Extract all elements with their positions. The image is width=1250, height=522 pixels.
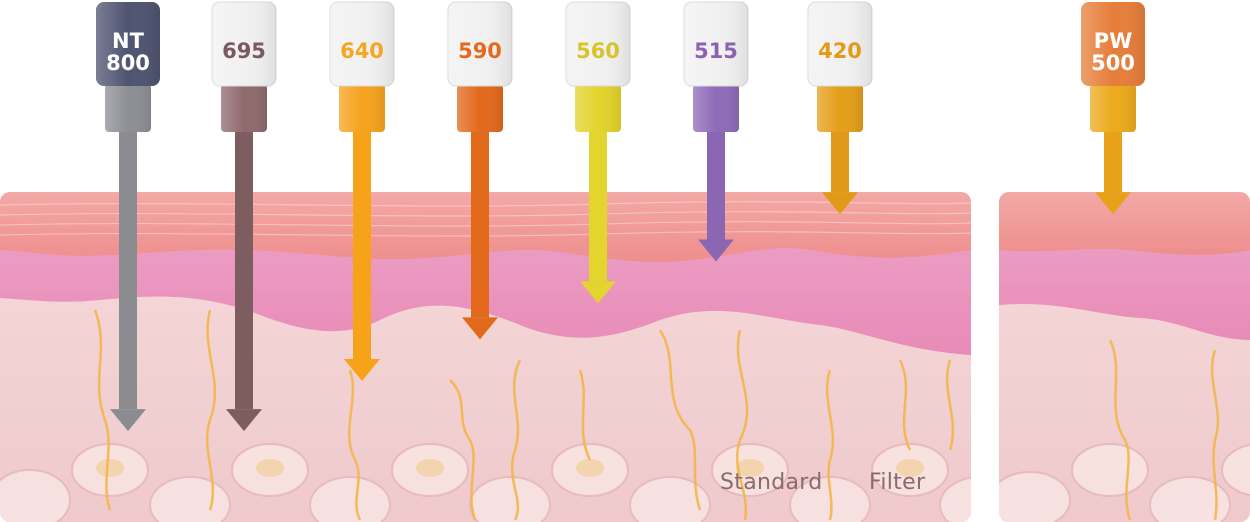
arrow-shaft-f590 — [471, 120, 489, 318]
filter-label-line: 420 — [818, 39, 862, 63]
filter-label-line: 515 — [694, 39, 738, 63]
arrow-head-f420 — [822, 192, 858, 215]
caption-standard: Standard — [720, 470, 823, 495]
filter-cap-shade-pw500 — [1081, 2, 1145, 86]
nerve-fibres-side — [1108, 339, 1220, 521]
arrow-shaft-f640 — [353, 120, 371, 360]
filter-pw500 — [1081, 2, 1145, 215]
filter-label-line: 800 — [106, 51, 150, 75]
filter-cap-shade-f590 — [448, 2, 512, 86]
arrow-head-f560 — [580, 281, 616, 304]
filter-label-f590: 590 — [448, 40, 512, 62]
arrow-head-f590 — [462, 317, 498, 340]
filter-f420 — [807, 1, 873, 215]
arrow-shaft-pw500 — [1104, 120, 1122, 193]
filter-cap-shade-nt800 — [96, 2, 160, 86]
filter-body-shade-nt800 — [105, 84, 151, 132]
arrow-shaft-f560 — [589, 120, 607, 282]
filter-label-f640: 640 — [330, 40, 394, 62]
filter-body-shade-f590 — [457, 84, 503, 132]
filter-cap-shade-f515 — [684, 2, 748, 86]
arrow-head-f515 — [698, 239, 734, 262]
filter-body-shade-pw500 — [1090, 84, 1136, 132]
filter-cap-shade-f420 — [808, 2, 872, 86]
arrow-head-pw500 — [1095, 192, 1131, 215]
filter-body-shade-f695 — [221, 84, 267, 132]
arrow-head-f695 — [226, 409, 262, 432]
filter-f590 — [447, 1, 513, 340]
nerve-fibres — [93, 309, 955, 521]
arrow-shaft-f515 — [707, 120, 725, 240]
filter-group — [96, 1, 1145, 432]
epidermis-stripes — [0, 201, 971, 237]
filter-f640 — [329, 1, 395, 382]
filter-label-line: 560 — [576, 39, 620, 63]
filter-label-line: PW — [1093, 29, 1133, 53]
filter-label-f560: 560 — [566, 40, 630, 62]
filter-label-line: NT — [112, 29, 144, 53]
filter-label-f515: 515 — [684, 40, 748, 62]
filter-cap-shade-f640 — [330, 2, 394, 86]
filter-body-shade-f640 — [339, 84, 385, 132]
arrow-shaft-f695 — [235, 120, 253, 410]
filter-nt800 — [96, 2, 160, 432]
filter-label-line: 590 — [458, 39, 502, 63]
filter-body-shade-f420 — [817, 84, 863, 132]
dermis-layer-side — [999, 230, 1250, 340]
filter-f695 — [211, 1, 277, 432]
filter-label-f420: 420 — [808, 40, 872, 62]
filter-body-shade-f560 — [575, 84, 621, 132]
filter-cap-shade-f560 — [566, 2, 630, 86]
filter-label-f695: 695 — [212, 40, 276, 62]
caption-filter: Filter — [869, 470, 926, 495]
filter-f515 — [683, 1, 749, 262]
filter-cap-shade-f695 — [212, 2, 276, 86]
arrow-head-nt800 — [110, 409, 146, 432]
filter-label-line: 695 — [222, 39, 266, 63]
arrow-head-f640 — [344, 359, 380, 382]
arrow-shaft-f420 — [831, 120, 849, 193]
skin-panel-standard — [0, 192, 971, 522]
arrow-shaft-nt800 — [119, 120, 137, 410]
epidermis-layer-side — [999, 192, 1250, 255]
filter-label-line: 500 — [1091, 51, 1135, 75]
filter-label-line: 640 — [340, 39, 384, 63]
filter-f560 — [565, 1, 631, 304]
skin-panel-extra — [999, 192, 1250, 522]
filter-body-shade-f515 — [693, 84, 739, 132]
